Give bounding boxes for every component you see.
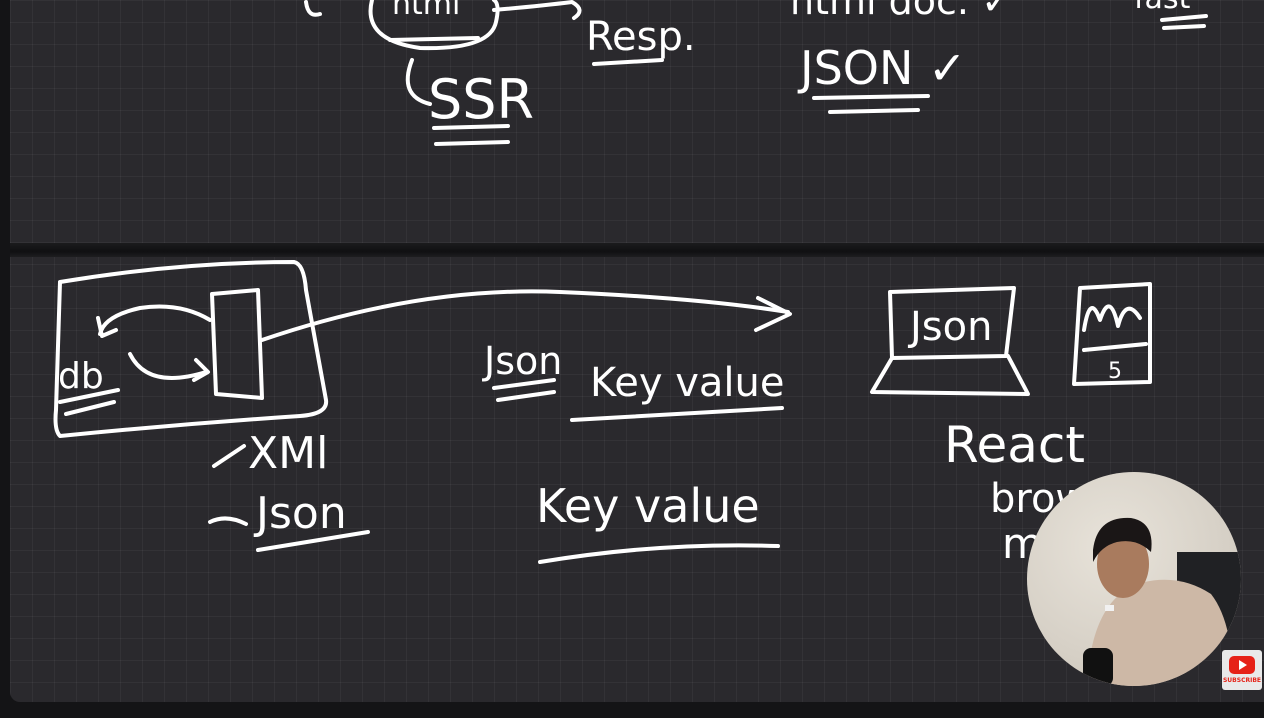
whiteboard-canvas	[10, 0, 1264, 702]
json-left-label: Json	[253, 488, 347, 539]
response-arrowhead	[754, 296, 792, 332]
json-tilde	[208, 516, 248, 526]
resp-arrow	[492, 0, 582, 20]
key-value-top: Key value	[590, 360, 785, 406]
ssr-underline-2	[434, 140, 510, 146]
subscribe-label: SUBSCRIBE	[1222, 677, 1261, 684]
laptop-json-label: Json	[907, 304, 992, 350]
response-arrow	[260, 289, 790, 342]
key-value-top-underline	[570, 406, 784, 422]
mobile-button-label: 5	[1108, 359, 1122, 384]
db-cycle-arrow-top	[96, 304, 212, 338]
hair	[1093, 517, 1152, 562]
db-underline	[58, 388, 120, 416]
mobile-frame	[1072, 282, 1152, 386]
resp-label: Resp.	[586, 14, 696, 60]
json-underline-1	[812, 94, 930, 100]
json-underline-2	[828, 108, 920, 114]
hoodie	[1087, 579, 1233, 686]
presenter-video	[1083, 517, 1241, 686]
fast-underline-2	[1162, 24, 1206, 30]
microphone	[1083, 648, 1113, 686]
page-divider	[10, 243, 1264, 257]
react-label: React	[944, 416, 1085, 474]
webcam-overlay	[1027, 472, 1241, 686]
db-label: db	[58, 356, 104, 397]
key-value-bottom: Key value	[536, 479, 760, 533]
json-check-label: JSON ✓	[797, 41, 967, 95]
laptop-base	[870, 354, 1030, 396]
fast-underline-1	[1160, 14, 1208, 22]
html-underline	[388, 36, 480, 42]
ssr-connector	[405, 58, 432, 106]
key-value-bottom-underline	[538, 543, 780, 564]
youtube-icon	[1229, 656, 1255, 674]
ssr-underline-1	[432, 124, 510, 130]
resp-underline	[592, 58, 664, 66]
db-cycle-arrow-bottom	[128, 352, 210, 382]
mobile-bar	[1082, 342, 1148, 352]
subscribe-button[interactable]: SUBSCRIBE	[1222, 650, 1262, 690]
html-label: html	[392, 0, 460, 22]
stroke-fragment	[304, 0, 322, 17]
xml-label: XMl	[248, 428, 328, 479]
server-inner-rect	[210, 288, 264, 400]
xml-check	[212, 444, 246, 468]
fast-label: fast	[1134, 0, 1191, 16]
json-mid-underline	[492, 378, 556, 402]
json-left-underline	[256, 530, 370, 552]
server-box	[53, 260, 329, 438]
ssr-label: SSR	[428, 68, 534, 131]
hoodie-tag	[1105, 605, 1114, 611]
html-doc-label: html doc. ✓	[790, 0, 1013, 23]
face	[1097, 530, 1149, 598]
json-mid-label: Json	[482, 339, 562, 383]
mobile-scribble	[1082, 304, 1142, 332]
